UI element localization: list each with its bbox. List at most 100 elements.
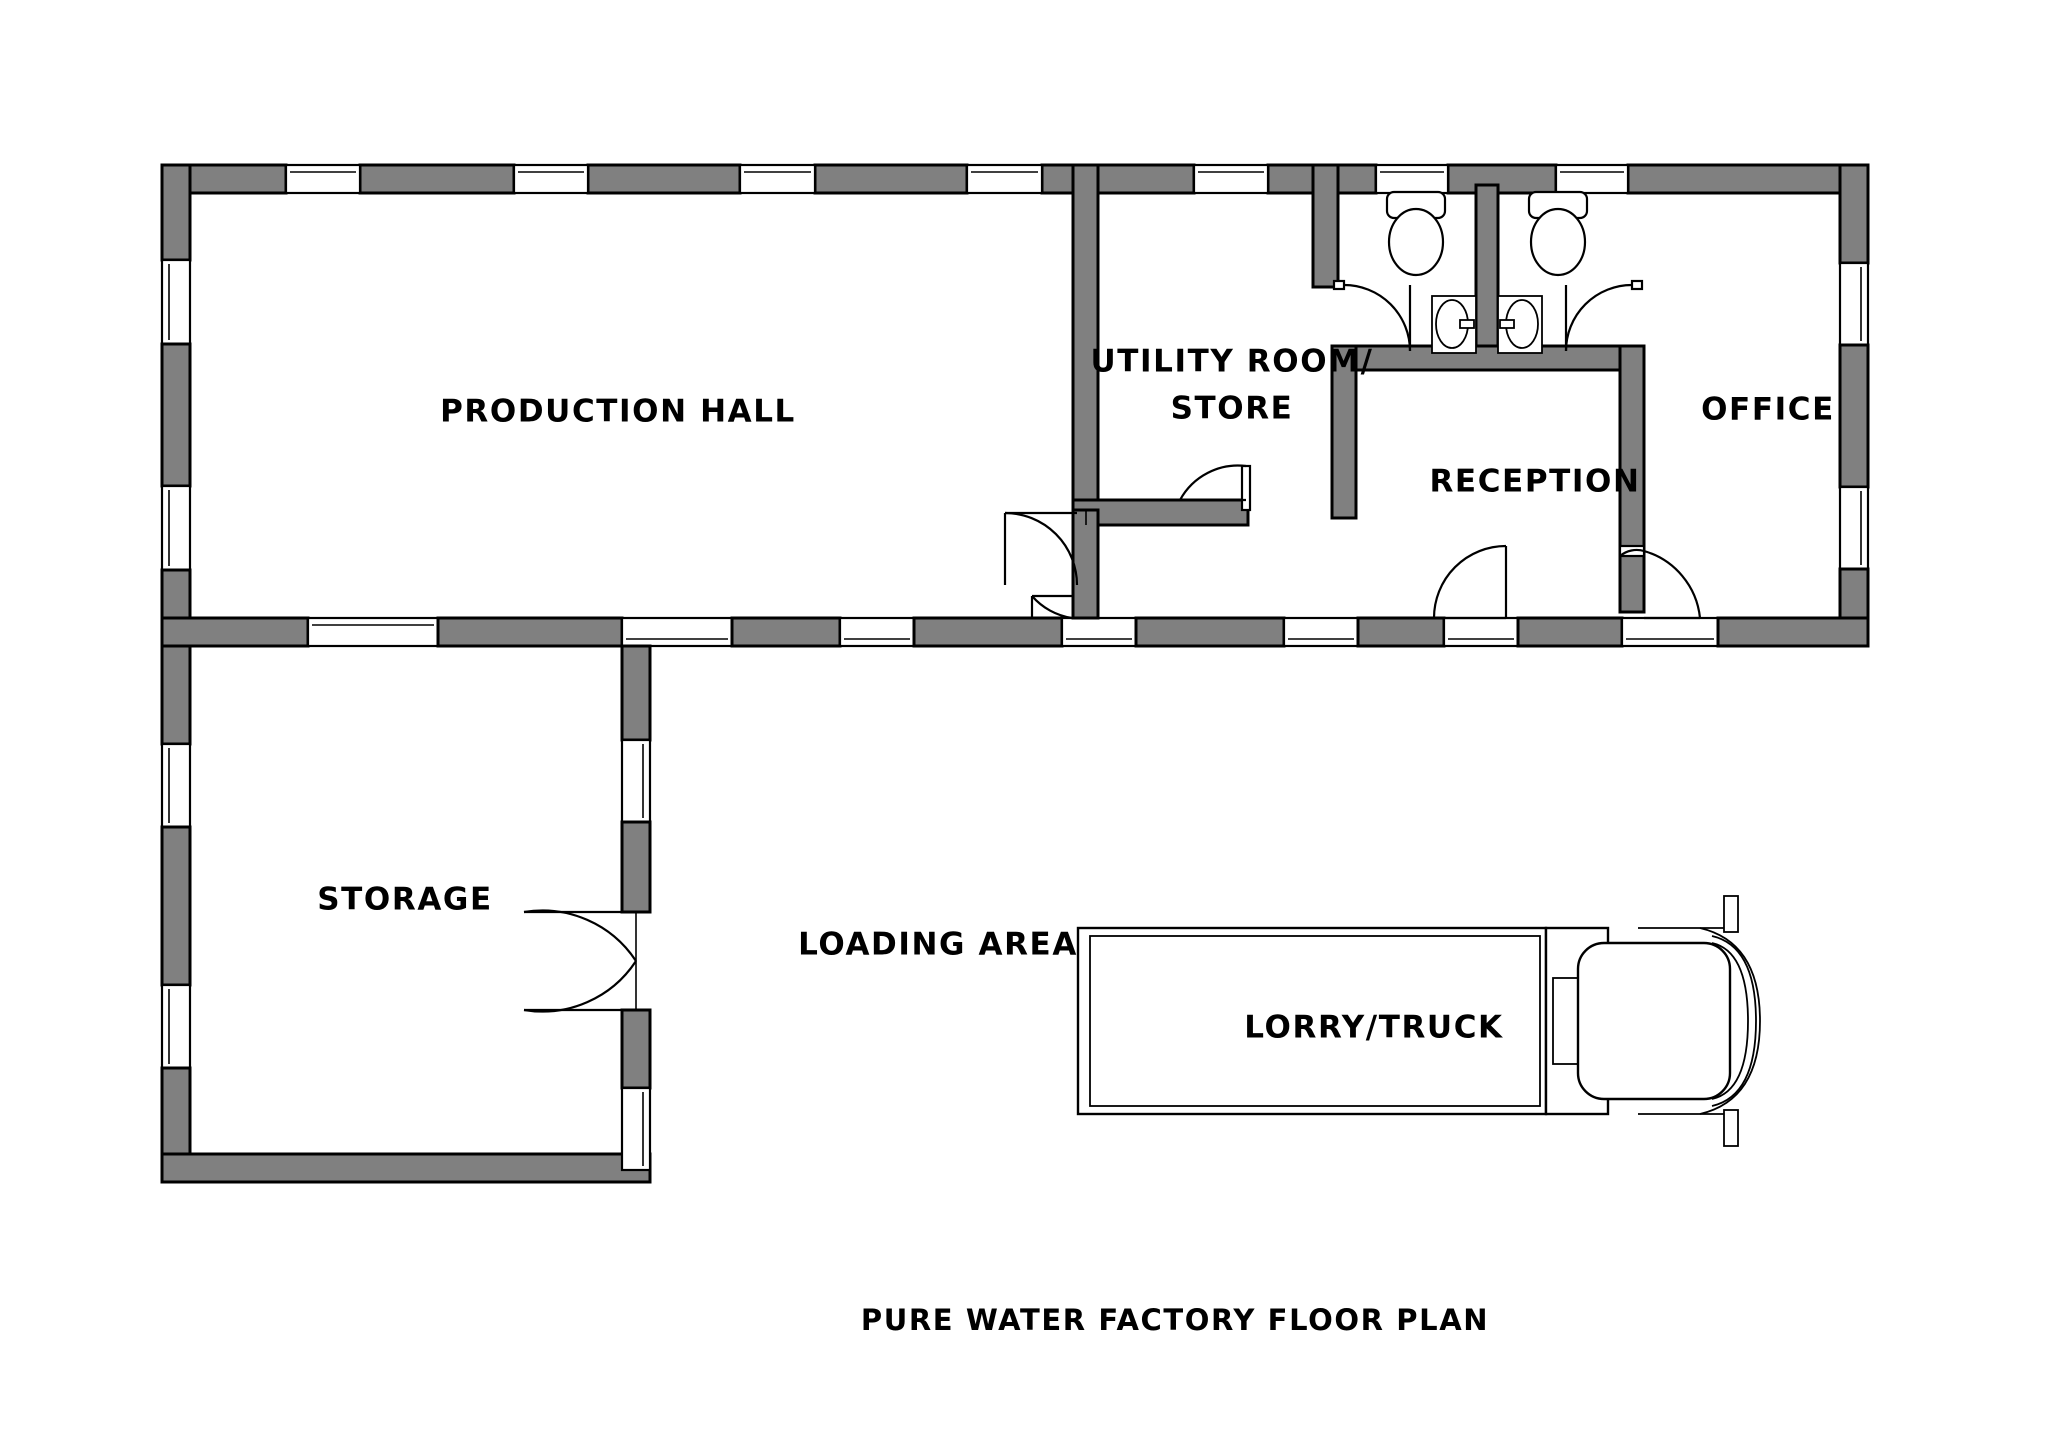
window <box>160 983 192 1070</box>
door-swing-arc <box>1179 464 1247 501</box>
window <box>1838 261 1870 347</box>
door-leaf <box>1240 464 1252 512</box>
wall-segment <box>1516 616 1624 648</box>
window <box>1442 616 1520 648</box>
wall-segment <box>1040 163 1196 195</box>
partition-utility-bottom <box>1071 498 1250 527</box>
wall-segment <box>1446 163 1558 195</box>
wall-segment <box>160 342 192 488</box>
window <box>1620 616 1720 648</box>
wall-segment <box>1838 343 1870 489</box>
window <box>284 163 362 195</box>
window-group-top <box>284 163 1630 195</box>
wall-segment <box>1626 163 1870 195</box>
truck-mirror-bottom <box>1723 1109 1739 1147</box>
truck-hood-contour <box>1711 942 1749 1100</box>
truck-mirror-top <box>1723 895 1739 933</box>
label-reception: RECEPTION <box>1429 464 1640 500</box>
wall-segment <box>160 616 310 648</box>
window <box>1192 163 1270 195</box>
lorry-truck-vehicle <box>1076 895 1761 1147</box>
wall-segment <box>160 1152 652 1184</box>
door-production-hall-south[interactable] <box>1030 594 1073 620</box>
window <box>1282 616 1360 648</box>
door-reception-office[interactable] <box>1618 544 1702 620</box>
door-swing-arc-upper <box>523 909 637 962</box>
label-utility-room-line2: STORE <box>1171 391 1294 427</box>
wall-segment <box>813 163 969 195</box>
window <box>620 738 652 824</box>
door-swing-arc <box>1343 283 1412 352</box>
partition-utility-right <box>1311 163 1340 289</box>
window <box>512 163 590 195</box>
partition-reception-left <box>1330 344 1358 520</box>
door-swing-arc-inner <box>1619 548 1645 557</box>
window <box>160 258 192 346</box>
wall-segment <box>730 616 842 648</box>
label-office: OFFICE <box>1701 392 1835 428</box>
window <box>620 616 734 648</box>
fixture-group-restroom-right <box>1497 190 1589 354</box>
label-loading-area: LOADING AREA <box>798 927 1078 963</box>
label-production-hall: PRODUCTION HALL <box>440 394 796 430</box>
window <box>1060 616 1138 648</box>
wall-group-bottom-north-wing <box>160 616 1870 648</box>
wall-segment <box>586 163 742 195</box>
door-swing-arc <box>1643 549 1702 619</box>
door-production-to-utility[interactable] <box>1003 511 1079 586</box>
wall-segment <box>620 1008 652 1090</box>
wall-segment <box>160 163 192 262</box>
wall-group-left-production <box>160 163 192 648</box>
wall-segment <box>1134 616 1286 648</box>
door-restroom-right[interactable] <box>1564 279 1644 352</box>
wall-segment <box>160 825 192 987</box>
truck-cab <box>1576 941 1732 1101</box>
partition-utility-left <box>1071 163 1100 512</box>
door-swing-arc-lower <box>523 960 637 1013</box>
sink-faucet <box>1499 319 1515 329</box>
sink-faucet <box>1459 319 1475 329</box>
door-swing-arc <box>1031 595 1073 620</box>
door-storage-double[interactable] <box>523 909 637 1013</box>
door-swing-arc <box>1432 544 1507 619</box>
door-utility-store[interactable] <box>1179 464 1252 512</box>
wall-segment <box>1356 616 1446 648</box>
label-lorry-truck: LORRY/TRUCK <box>1244 1010 1503 1046</box>
window <box>965 163 1044 195</box>
wall-segment <box>1716 616 1870 648</box>
wall-segment <box>160 644 192 746</box>
wall-segment <box>912 616 1064 648</box>
partition-reception-office <box>1618 344 1646 614</box>
window <box>738 163 817 195</box>
partition-production-stub <box>1071 508 1100 620</box>
wall-segment <box>436 616 624 648</box>
label-utility-room-line1: UTILITY ROOM/ <box>1090 344 1373 380</box>
plan-title: PURE WATER FACTORY FLOOR PLAN <box>861 1303 1489 1337</box>
partition-restroom-bottom <box>1330 344 1644 372</box>
window <box>620 1086 652 1172</box>
window <box>306 616 440 648</box>
door-leaf <box>1630 279 1644 291</box>
truck-trailer-inner <box>1089 935 1541 1107</box>
wall-segment <box>620 820 652 914</box>
toilet-bowl <box>1529 207 1587 277</box>
door-restroom-left[interactable] <box>1332 279 1412 352</box>
wall-segment <box>620 644 652 742</box>
door-swing-arc <box>1004 511 1079 586</box>
wall-segment <box>1838 163 1870 265</box>
window <box>1374 163 1450 195</box>
wall-group-right-office <box>1838 163 1870 648</box>
truck-chassis-rail <box>1552 977 1580 1065</box>
wall-segment <box>358 163 516 195</box>
window <box>1838 485 1870 571</box>
truck-bumper <box>1699 927 1761 1115</box>
window <box>160 742 192 829</box>
window <box>1554 163 1630 195</box>
partition-restroom-divider <box>1474 183 1500 355</box>
window <box>838 616 916 648</box>
door-reception-south[interactable] <box>1432 544 1508 620</box>
fixture-group-restroom-left <box>1385 190 1477 354</box>
toilet-bowl <box>1387 207 1445 277</box>
